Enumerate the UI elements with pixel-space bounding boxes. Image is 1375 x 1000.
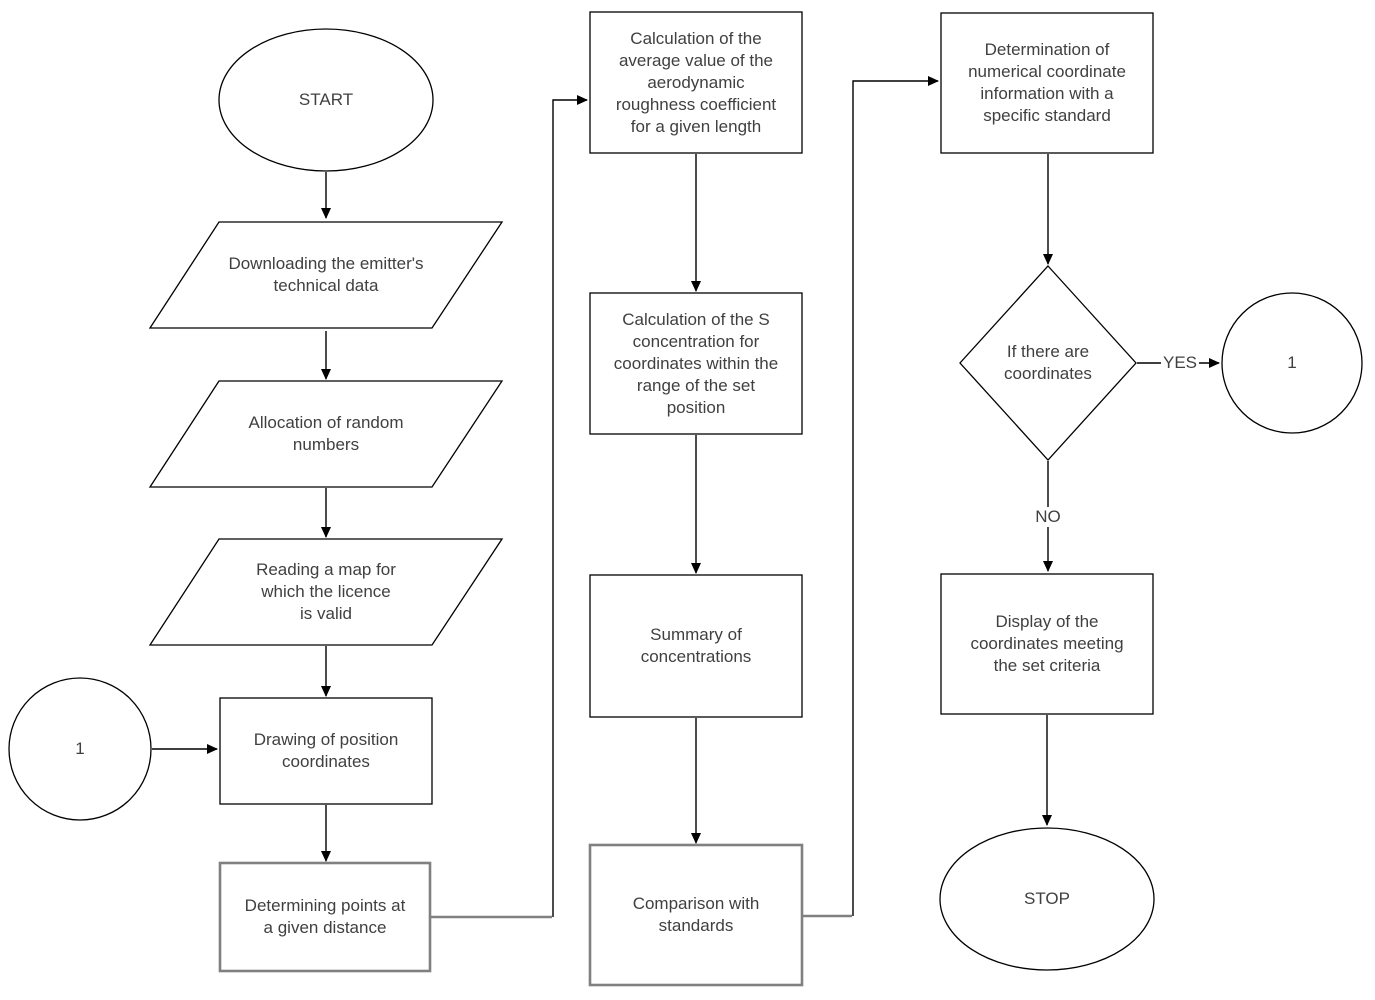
edge-determining-calcroughness (552, 95, 588, 917)
connector-1-right-circle (1221, 292, 1363, 434)
read-map-parallelogram (148, 538, 504, 646)
comparison-box (588, 843, 804, 987)
determination-box (940, 12, 1154, 154)
calc-roughness-box (589, 11, 803, 154)
connector-1-left-circle (8, 677, 152, 821)
download-data-parallelogram (148, 221, 504, 329)
draw-coordinates-box (219, 697, 433, 805)
summary-box (589, 574, 803, 718)
display-box (940, 573, 1154, 715)
allocate-random-parallelogram (148, 380, 504, 488)
edge-comparison-determination (852, 76, 939, 916)
decision-diamond (959, 265, 1137, 461)
stop-terminator (939, 827, 1155, 971)
start-terminator (218, 28, 434, 172)
calc-concentration-box (589, 292, 803, 435)
determine-points-box (218, 861, 432, 973)
